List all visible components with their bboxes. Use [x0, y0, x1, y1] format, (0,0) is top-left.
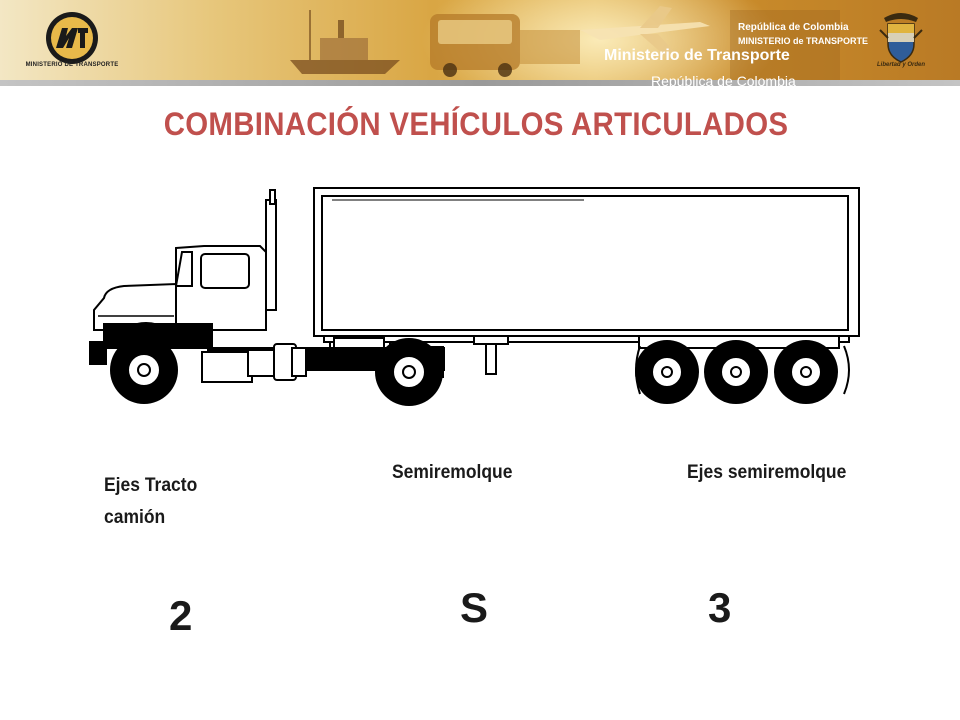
wheels: [110, 336, 850, 406]
tracto-axles-label: Ejes Tracto camión: [104, 470, 233, 534]
exhaust-stack: [265, 199, 277, 311]
landing-gear: [485, 341, 497, 375]
trailer-wheel-3: [774, 340, 838, 404]
drive-wheel: [375, 338, 443, 406]
articulated-truck-diagram: [89, 187, 860, 406]
semitrailer-axles-label: Ejes semiremolque: [687, 462, 847, 483]
cab-window: [200, 253, 250, 289]
tracto-axles-label-line1: Ejes Tracto: [104, 475, 198, 496]
banner-small-subtitle: MINISTERIO de TRANSPORTE: [738, 36, 869, 46]
trailer-wheel-2: [704, 340, 768, 404]
front-wheel: [110, 336, 178, 404]
semitrailer-code: S: [460, 584, 489, 631]
trailer-box-inner: [321, 195, 849, 331]
trailer-wheel-1: [635, 340, 699, 404]
semitrailer-axles-code: 3: [708, 584, 732, 631]
page-title: COMBINACIÓN VEHÍCULOS ARTICULADOS: [163, 106, 789, 142]
header-subtitle: República de Colombia: [651, 73, 796, 89]
header-title: Ministerio de Transporte: [604, 47, 790, 64]
ministry-logo-icon: [46, 12, 98, 64]
header-banner: MINISTERIO DE TRANSPORTE República de Co…: [0, 0, 960, 86]
coat-of-arms-icon: [879, 13, 923, 63]
tracto-axles-label-line2: camión: [104, 507, 166, 528]
banner-small-title: República de Colombia: [738, 22, 849, 33]
tracto-axles-code: 2: [169, 592, 193, 639]
logo-caption: MINISTERIO DE TRANSPORTE: [25, 62, 119, 68]
semitrailer-label: Semiremolque: [392, 462, 513, 483]
transport-collage-icon: [290, 6, 840, 80]
crest-caption: Libertad y Orden: [876, 62, 925, 68]
